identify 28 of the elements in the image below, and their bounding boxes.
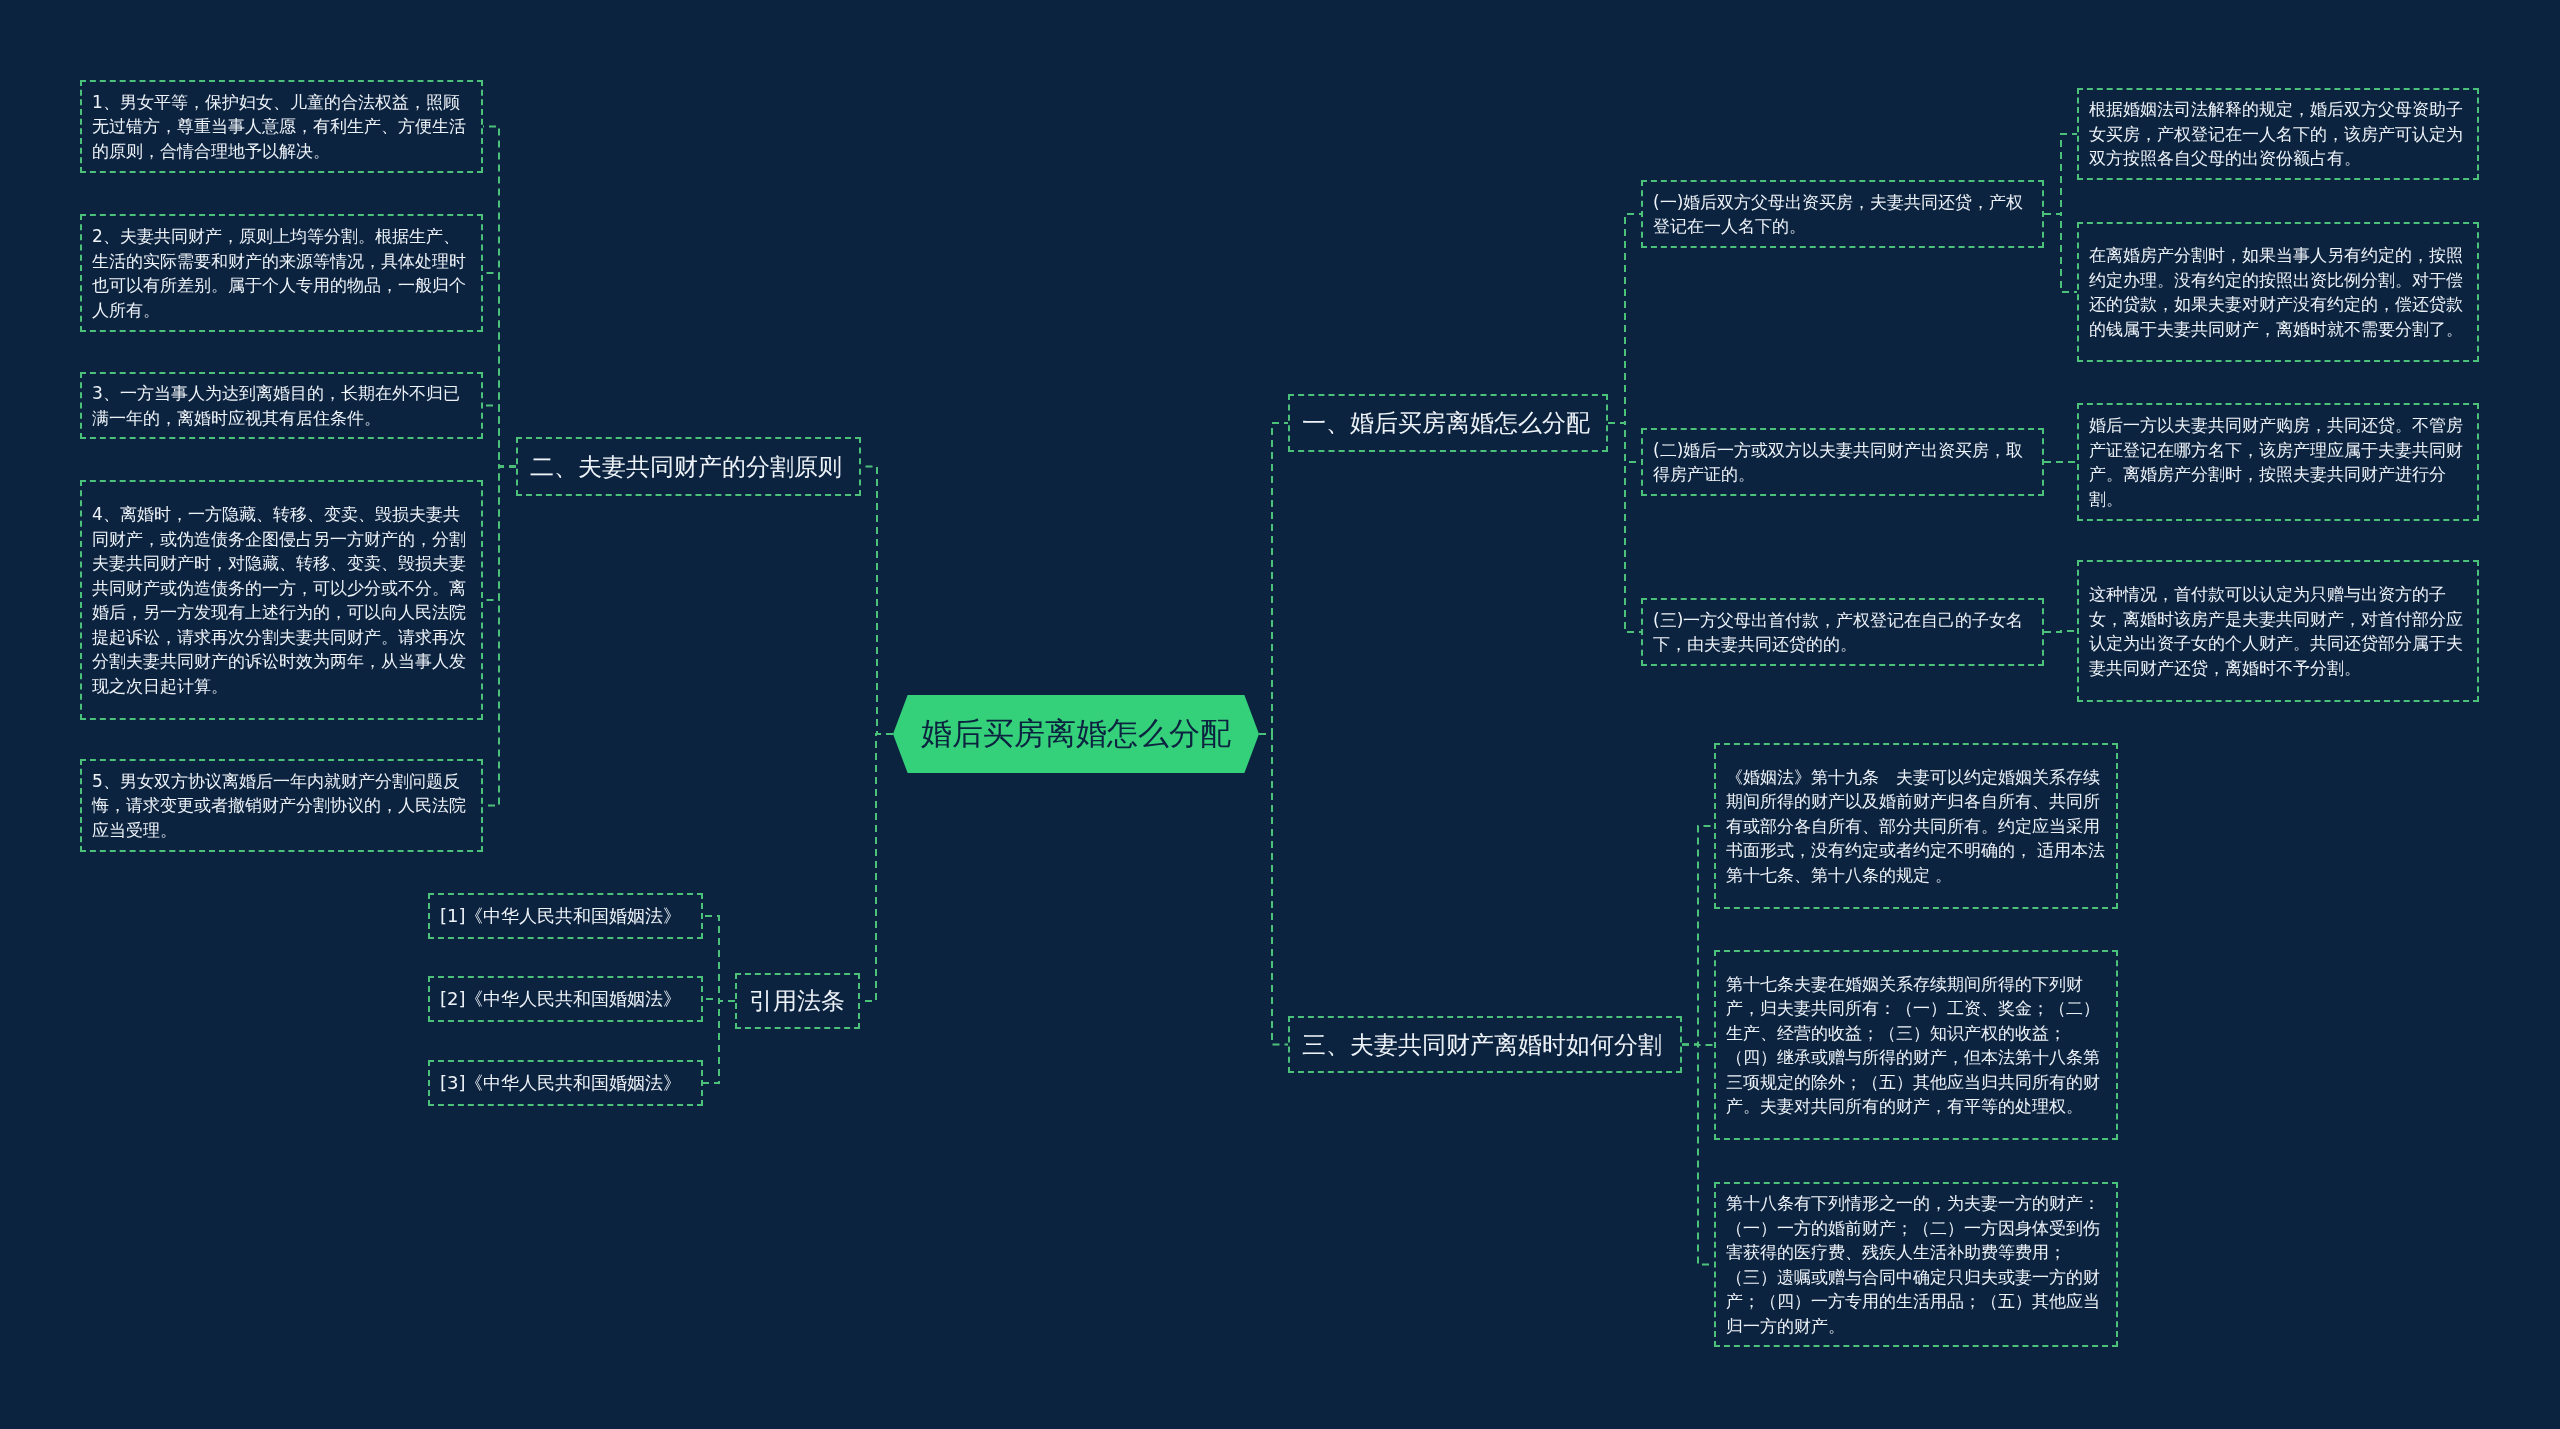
connector-line — [1607, 422, 1642, 633]
note-box: 根据婚姻法司法解释的规定，婚后双方父母资助子女买房，产权登记在一人名下的，该房产可认定为双方按照各自父母的出资份额占有。 — [2077, 88, 2479, 180]
note-box: 4、离婚时，一方隐藏、转移、变卖、毁损夫妻共同财产，或伪造债务企图侵占另一方财产的，分割夫妻共同财产时，对隐藏、转移、变卖、毁损夫妻共同财产或伪造债务的一方，可以少分或不分。离婚后，另一方发现有上述行为的，可以向人民法院提起诉讼，请求再次分割夫妻共同财产。请求再次分割夫妻共同财产的诉讼时效为两年，从当事人发现之次日起计算。 — [80, 480, 483, 720]
reference-box: [2]《中华人民共和国婚姻法》 — [428, 976, 703, 1022]
note-box: 在离婚房产分割时，如果当事人另有约定的，按照约定办理。没有约定的按照出资比例分割。对于偿还的贷款，如果夫妻对财产没有约定的，偿还贷款的钱属于夫妻共同财产，离婚时就不需要分割了。 — [2077, 222, 2479, 362]
note-box: (一)婚后双方父母出资买房，夫妻共同还贷，产权登记在一人名下的。 — [1641, 180, 2044, 248]
topic-box: 引用法条 — [735, 973, 860, 1029]
note-box: 2、夫妻共同财产，原则上均等分割。根据生产、生活的实际需要和财产的来源等情况，具体处理时也可以有所差别。属于个人专用的物品，一般归个人所有。 — [80, 214, 483, 332]
note-box: 第十八条有下列情形之一的，为夫妻一方的财产：（一）一方的婚前财产；（二）一方因身体受到伤害获得的医疗费、残疾人生活补助费等费用；（三）遗嘱或赠与合同中确定只归夫或妻一方的财产；（四）一方专用的生活用品；（五）其他应当归一方的财产。 — [1714, 1182, 2118, 1347]
note-box: 《婚姻法》第十九条 夫妻可以约定婚姻关系存续期间所得的财产以及婚前财产归各自所有、共同所有或部分各自所有、部分共同所有。约定应当采用书面形式，没有约定或者约定不明确的， 适用本法第十七条、第十八条的规定 。 — [1714, 743, 2118, 909]
note-box: 1、男女平等，保护妇女、儿童的合法权益，照顾无过错方，尊重当事人意愿，有利生产、方便生活的原则，合情合理地予以解决。 — [80, 80, 483, 173]
topic-box: 二、夫妻共同财产的分割原则 — [516, 437, 861, 496]
note-box: 5、男女双方协议离婚后一年内就财产分割问题反悔，请求变更或者撤销财产分割协议的，人民法院应当受理。 — [80, 759, 483, 852]
note-box: (三)一方父母出首付款，产权登记在自己的子女名下，由夫妻共同还贷的的。 — [1641, 598, 2044, 666]
reference-box: [3]《中华人民共和国婚姻法》 — [428, 1060, 703, 1106]
connector-line — [1258, 733, 1289, 1046]
reference-box: [1]《中华人民共和国婚姻法》 — [428, 893, 703, 939]
note-box: (二)婚后一方或双方以夫妻共同财产出资买房，取得房产证的。 — [1641, 428, 2044, 496]
note-box: 第十七条夫妻在婚姻关系存续期间所得的下列财产，归夫妻共同所有：（一）工资、奖金；（二）生产、经营的收益；（三）知识产权的收益；（四）继承或赠与所得的财产，但本法第十八条第三项规定的除外；（五）其他应当归共同所有的财产。夫妻对共同所有的财产，有平等的处理权。 — [1714, 950, 2118, 1140]
note-box: 3、一方当事人为达到离婚目的，长期在外不归已满一年的，离婚时应视其有居住条件。 — [80, 372, 483, 439]
connector-line — [702, 1000, 736, 1084]
central-topic: 婚后买房离婚怎么分配 — [893, 695, 1259, 773]
note-box: 婚后一方以夫妻共同财产购房，共同还贷。不管房产证登记在哪方名下，该房产理应属于夫妻共同财产。离婚房产分割时，按照夫妻共同财产进行分割。 — [2077, 403, 2479, 521]
connector-line — [2043, 213, 2078, 293]
topic-box: 三、夫妻共同财产离婚时如何分割 — [1288, 1016, 1682, 1073]
topic-box: 一、婚后买房离婚怎么分配 — [1288, 394, 1608, 452]
connector-line — [2043, 461, 2078, 463]
note-box: 这种情况，首付款可以认定为只赠与出资方的子女，离婚时该房产是夫妻共同财产，对首付部分应认定为出资子女的个人财产。共同还贷部分属于夫妻共同财产还贷，离婚时不予分割。 — [2077, 560, 2479, 702]
